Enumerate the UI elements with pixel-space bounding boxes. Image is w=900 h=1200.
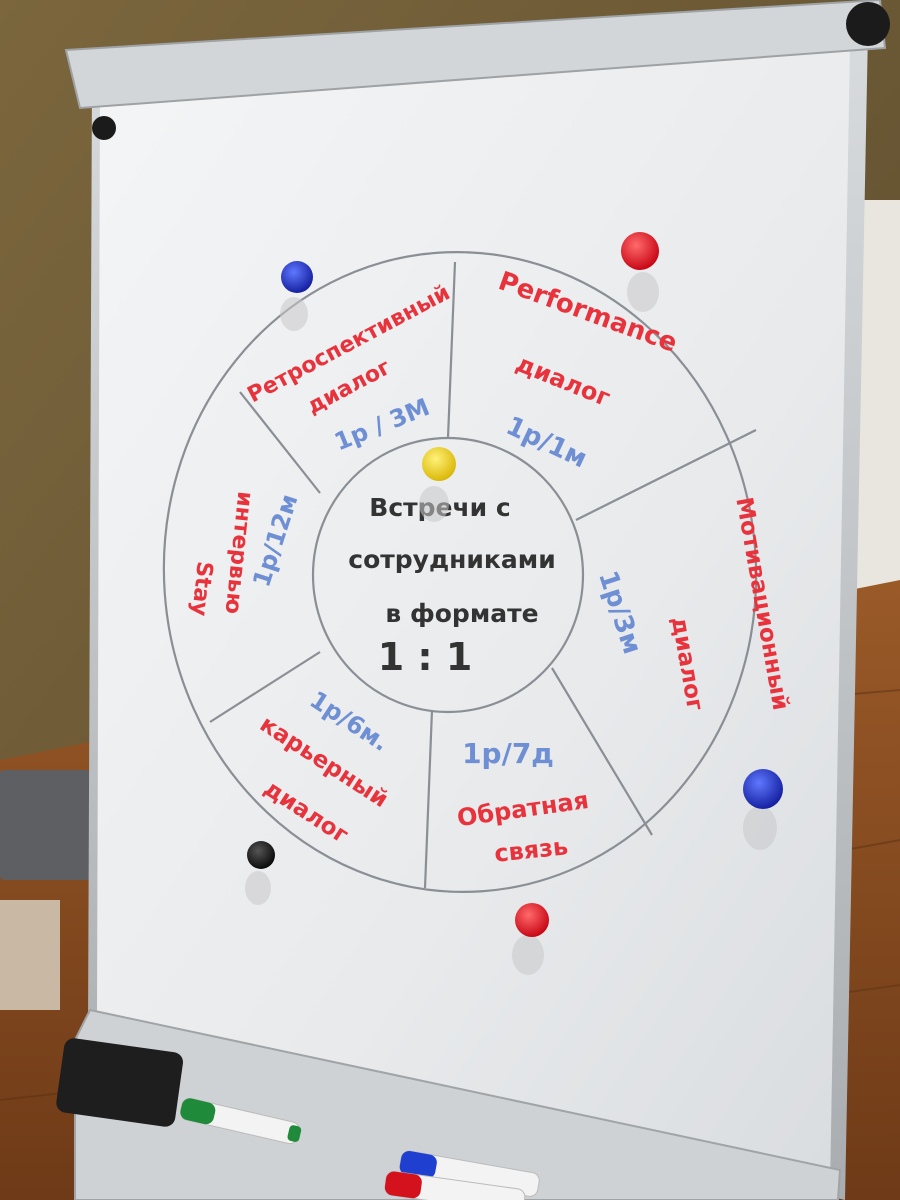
divider-upper-left: [239, 391, 321, 494]
whiteboard: [97, 45, 850, 1190]
magnets: [245, 232, 783, 975]
top-clamp-bar: [64, 0, 887, 110]
tissue-box: [0, 900, 60, 1010]
laptop: [0, 770, 90, 880]
clamp-knob-left: [92, 116, 116, 140]
magnet-blue-right: [743, 769, 783, 809]
outer-circle: [162, 251, 758, 893]
magnet-red-bottom: [515, 903, 549, 937]
sector-frequency: 1р/7д: [462, 737, 554, 770]
divider-bottom: [423, 709, 434, 889]
divider-lower-left: [209, 651, 321, 723]
center-line-2: сотрудниками: [348, 545, 555, 574]
magnet-yellow-center: [422, 447, 456, 481]
center-line-3: в формате: [385, 599, 538, 628]
center-ratio: 1 : 1: [378, 635, 473, 679]
clamp-knob-right: [846, 2, 890, 46]
marker-red: [384, 1170, 526, 1200]
magnet-black-bottom: [247, 841, 275, 869]
sector-title: Stay: [186, 560, 217, 617]
divider-top: [446, 261, 457, 439]
magnet-blue-top: [281, 261, 313, 293]
magnet-red-top: [621, 232, 659, 270]
marker-green: [179, 1097, 302, 1145]
marker-tray: [74, 1008, 842, 1200]
diagram-lines: [162, 251, 758, 893]
center-text: Встречи с сотрудниками в формате 1 : 1: [348, 493, 555, 679]
divider-upper-right: [575, 429, 757, 521]
board-eraser: [56, 1038, 183, 1127]
divider-lower-right: [551, 667, 653, 836]
